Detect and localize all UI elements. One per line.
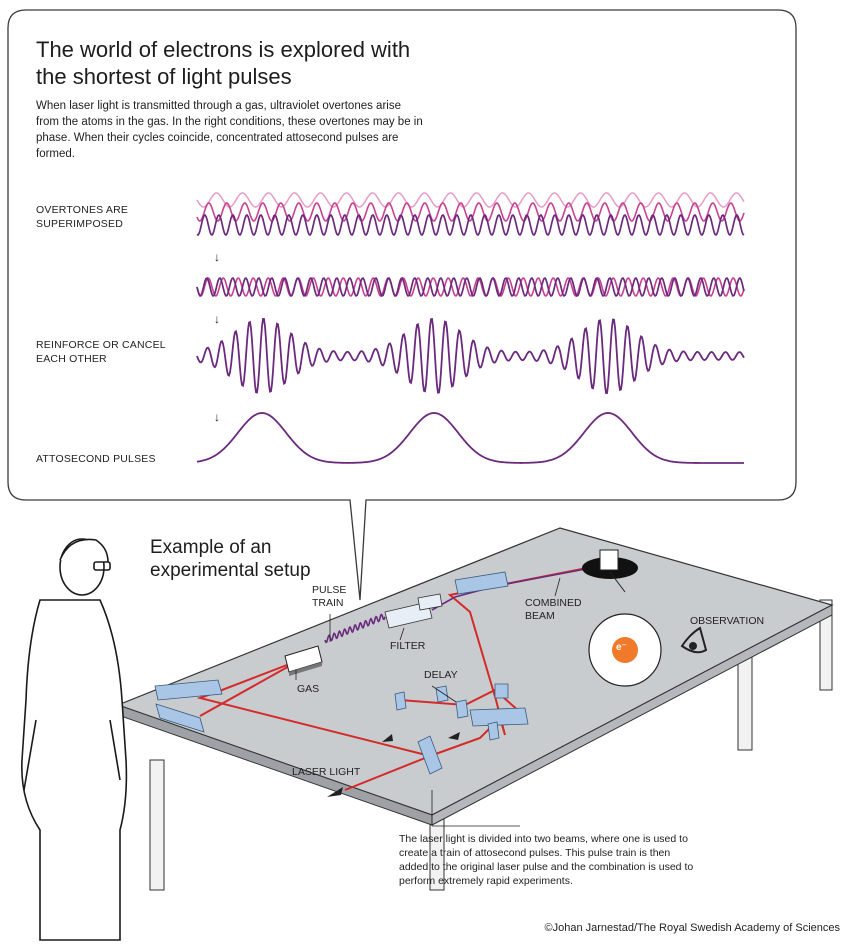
credit-line: ©Johan Jarnestad/The Royal Swedish Acade… — [544, 922, 841, 934]
combiner-mirrors — [454, 571, 509, 595]
sample-chamber — [582, 549, 662, 687]
beam-arrow-icon-2 — [448, 732, 460, 740]
overtone-wave-3 — [196, 213, 745, 237]
step-arrow-down-icon-2: ↓ — [214, 312, 220, 326]
beam-arrow-icon — [382, 734, 393, 742]
setup-caption: The laser light is divided into two beam… — [399, 833, 694, 887]
lab-table — [116, 527, 834, 891]
scientist-figure — [21, 538, 128, 941]
mirror-left-lower — [155, 703, 205, 733]
beam-splitter — [417, 735, 443, 775]
leader-lines — [295, 577, 561, 827]
step-arrow-down-icon-3: ↓ — [214, 410, 220, 424]
callout-bubble — [7, 9, 797, 601]
gas-cell — [284, 645, 323, 676]
mirror-left-upper — [154, 679, 223, 701]
observation-eye-icon — [680, 626, 708, 654]
attosecond-pulse-envelope — [196, 412, 744, 464]
laser-arrow-icon — [327, 787, 343, 797]
step-arrow-down-icon: ↓ — [214, 250, 220, 264]
pulse-train-label: PULSE TRAIN — [312, 584, 347, 609]
overtone-wave-1 — [196, 192, 745, 208]
setup-heading: Example of an experimental setup — [150, 537, 311, 581]
superposition-wave — [196, 318, 745, 394]
delay-mirrors — [394, 683, 529, 741]
observation-label: OBSERVATION — [690, 615, 765, 627]
overtone-wave-2 — [196, 202, 745, 222]
electron-label: e⁻ — [616, 642, 627, 653]
step-reinforce-label: REINFORCE OR CANCEL EACH OTHER — [36, 339, 166, 365]
electron-icon — [612, 637, 638, 663]
step-pulses-label: ATTOSECOND PULSES — [36, 453, 156, 465]
pulse-train-wave — [324, 613, 386, 644]
combined-beam-label: COMBINED BEAM — [525, 597, 582, 622]
gas-label: GAS — [297, 683, 320, 695]
page-title: The world of electrons is explored with … — [36, 37, 411, 89]
phased-wave-2 — [196, 276, 745, 298]
filter-label: FILTER — [390, 640, 426, 652]
step-overtones-label: OVERTONES ARE SUPERIMPOSED — [36, 204, 129, 230]
delay-label: DELAY — [424, 669, 458, 681]
filter-block — [384, 593, 443, 629]
laser-light-label: LASER LIGHT — [292, 766, 361, 778]
intro-text: When laser light is transmitted through … — [36, 100, 423, 160]
